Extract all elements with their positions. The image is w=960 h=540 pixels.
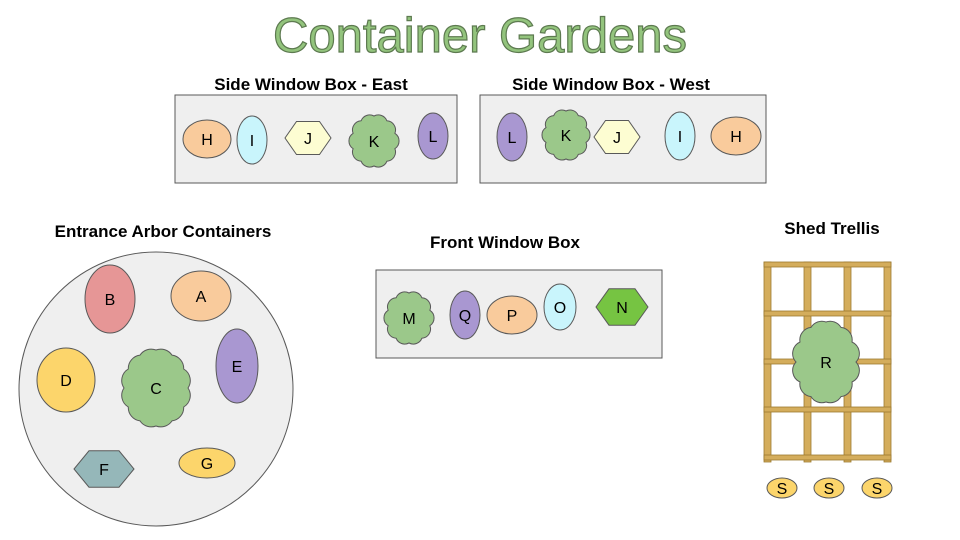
trellis-title: Shed Trellis xyxy=(784,219,879,238)
front-box-title: Front Window Box xyxy=(430,233,581,252)
plant-shape xyxy=(36,347,96,413)
plant-label: K xyxy=(561,128,572,145)
plant-shape xyxy=(593,120,641,154)
plant-shape xyxy=(284,121,332,155)
plant-label: L xyxy=(429,129,438,146)
plant-arbor-2: D xyxy=(36,347,96,413)
plant-label: L xyxy=(508,130,517,147)
plant-shape xyxy=(236,115,268,165)
plant-shape xyxy=(766,477,798,499)
plant-shape xyxy=(496,112,528,162)
plant-shape xyxy=(710,116,762,156)
plant-label: C xyxy=(150,381,162,398)
plant-shape xyxy=(215,328,259,404)
plant-shape xyxy=(73,450,135,488)
plant-front-0: M xyxy=(383,291,435,345)
plant-label: B xyxy=(105,292,116,309)
plant-west-0: L xyxy=(496,112,528,162)
plant-trellis-base-2: S xyxy=(861,477,893,499)
plant-east-4: L xyxy=(417,112,449,160)
plant-label: S xyxy=(872,481,883,498)
arbor-title: Entrance Arbor Containers xyxy=(55,222,272,241)
plant-west-2: J xyxy=(593,120,641,154)
plant-east-3: K xyxy=(348,114,400,168)
plant-shape xyxy=(348,114,400,168)
plant-east-2: J xyxy=(284,121,332,155)
plant-label: S xyxy=(777,481,788,498)
plant-label: I xyxy=(678,129,682,146)
plant-shape xyxy=(383,291,435,345)
plant-label: N xyxy=(616,300,628,317)
plant-label: O xyxy=(554,300,566,317)
plant-trellis-base-0: S xyxy=(766,477,798,499)
plant-shape xyxy=(449,290,481,340)
plant-front-1: Q xyxy=(449,290,481,340)
plant-arbor-3: C xyxy=(121,348,191,428)
plant-shape xyxy=(595,288,649,326)
west-box-title: Side Window Box - West xyxy=(512,75,710,94)
plant-label: P xyxy=(507,308,518,325)
plant-front-4: N xyxy=(595,288,649,326)
plant-east-1: I xyxy=(236,115,268,165)
plant-west-3: I xyxy=(664,111,696,161)
plant-label: H xyxy=(201,132,213,149)
plant-arbor-4: E xyxy=(215,328,259,404)
plant-shape xyxy=(121,348,191,428)
plant-label: Q xyxy=(459,308,471,325)
plant-label: M xyxy=(402,311,415,328)
plant-arbor-5: F xyxy=(73,450,135,488)
plant-label: S xyxy=(824,481,835,498)
plant-east-0: H xyxy=(182,119,232,159)
plant-label: E xyxy=(232,359,243,376)
plant-label: I xyxy=(250,133,254,150)
plant-shape xyxy=(170,270,232,322)
plant-shape xyxy=(543,283,577,331)
page-title: Container Gardens xyxy=(273,9,687,63)
plant-shape xyxy=(417,112,449,160)
plant-label: G xyxy=(201,456,213,473)
plant-front-3: O xyxy=(543,283,577,331)
plant-label: H xyxy=(730,129,742,146)
plant-label: A xyxy=(196,289,207,306)
plant-arbor-6: G xyxy=(178,447,236,479)
plant-shape xyxy=(486,295,538,335)
plant-shape xyxy=(541,109,591,161)
plant-front-2: P xyxy=(486,295,538,335)
plant-label: F xyxy=(99,462,109,479)
plant-arbor-0: B xyxy=(84,264,136,334)
plant-shape xyxy=(792,320,860,404)
plant-label: J xyxy=(304,131,312,148)
plant-label: D xyxy=(60,373,72,390)
plant-shape xyxy=(182,119,232,159)
plant-markers: H I J K L L K J I H B A D C E F G M Q P O N R S S S xyxy=(36,109,893,499)
plant-trellis-0: R xyxy=(792,320,860,404)
plant-shape xyxy=(84,264,136,334)
plant-west-1: K xyxy=(541,109,591,161)
plant-shape xyxy=(664,111,696,161)
plant-arbor-1: A xyxy=(170,270,232,322)
plant-label: R xyxy=(820,355,832,372)
plant-trellis-base-1: S xyxy=(813,477,845,499)
east-box-title: Side Window Box - East xyxy=(214,75,408,94)
plant-label: K xyxy=(369,134,380,151)
plant-shape xyxy=(178,447,236,479)
plant-shape xyxy=(813,477,845,499)
plant-west-4: H xyxy=(710,116,762,156)
plant-shape xyxy=(861,477,893,499)
plant-label: J xyxy=(613,130,621,147)
